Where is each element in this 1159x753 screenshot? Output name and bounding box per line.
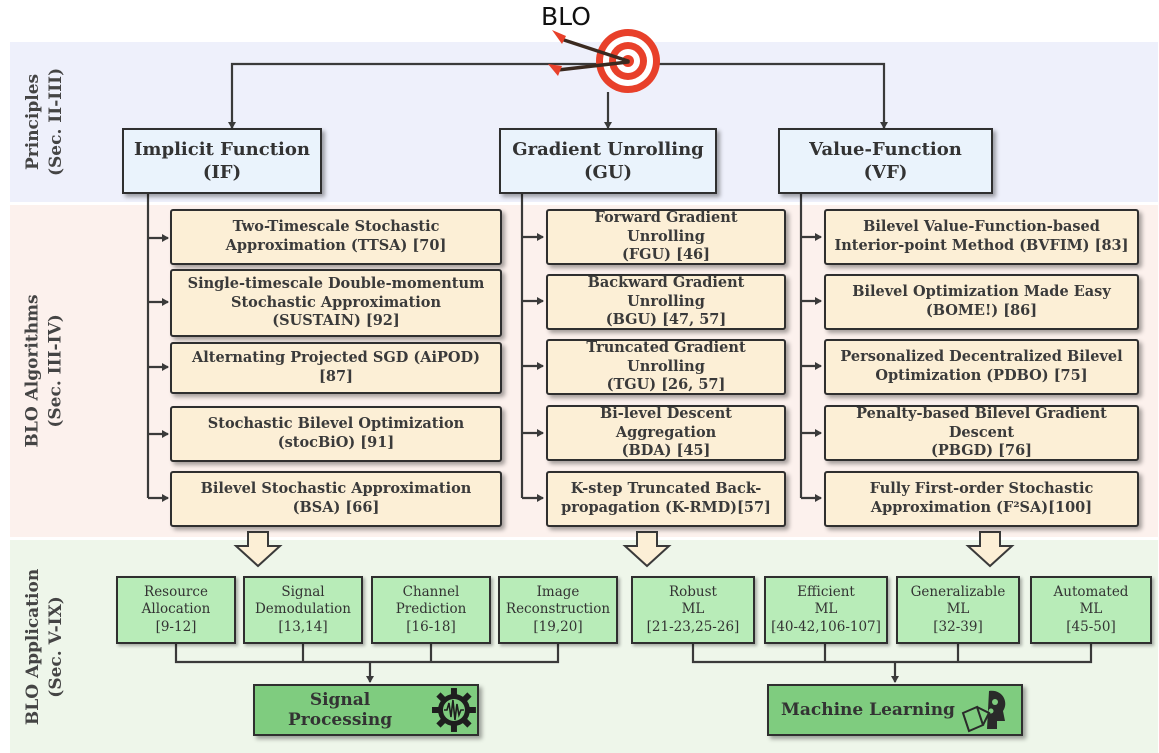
algo-line: (PBGD) [76]: [930, 442, 1033, 460]
algo-line: (BOME!) [86]: [925, 302, 1038, 319]
algo-line: Bi-level Descent Aggregation: [600, 404, 732, 441]
algo-line: Optimization (PDBO) [75]: [875, 367, 1088, 384]
app-line: Image: [536, 583, 580, 600]
app-line: [40-42,106-107]: [771, 618, 881, 635]
outcome-label: Signal Processing: [288, 690, 393, 730]
app-line: ML: [946, 601, 970, 618]
algorithm-box-bome: Bilevel Optimization Made Easy (BOME!) […: [824, 274, 1139, 330]
algo-line: Alternating Projected SGD (AiPOD) [87]: [192, 349, 480, 385]
algo-line: Interior-point Method (BVFIM) [83]: [834, 237, 1129, 254]
principle-abbr: (IF): [202, 162, 242, 183]
principle-box-vf: Value-Function (VF): [778, 128, 993, 194]
algo-line: propagation (K-RMD)[57]: [561, 499, 771, 516]
algorithm-box-pbgd: Penalty-based Bilevel Gradient Descent (…: [824, 405, 1139, 461]
application-box-robust-ml: Robust ML [21-23,25-26]: [631, 576, 755, 644]
algorithm-box-fgu: Forward Gradient Unrolling (FGU) [46]: [546, 209, 786, 265]
algorithm-box-bda: Bi-level Descent Aggregation (BDA) [45]: [546, 405, 786, 461]
app-line: [45-50]: [1066, 618, 1116, 635]
algo-line: (FGU) [46]: [622, 246, 710, 264]
application-box-channel-prediction: Channel Prediction [16-18]: [371, 576, 491, 644]
algo-line: Stochastic Bilevel Optimization: [207, 415, 465, 433]
app-line: ML: [1079, 601, 1103, 618]
algorithm-box-krmd: K-step Truncated Back- propagation (K-RM…: [546, 471, 786, 527]
gear-waveform-icon: [432, 688, 477, 732]
application-box-resource-allocation: Resource Allocation [9-12]: [116, 576, 236, 644]
app-line: Automated: [1053, 583, 1129, 600]
outcome-label: Machine Learning: [781, 700, 955, 720]
algorithm-box-bvfim: Bilevel Value-Function-based Interior-po…: [824, 209, 1139, 265]
algo-line: Penalty-based Bilevel Gradient Descent: [856, 404, 1107, 441]
principle-abbr: (VF): [863, 162, 908, 183]
algo-line: (stocBiO) [91]: [277, 434, 395, 451]
principle-box-if: Implicit Function (IF): [122, 128, 322, 194]
algo-line: Bilevel Stochastic Approximation: [200, 480, 472, 498]
brain-book-icon: [961, 690, 1006, 733]
algo-line: (BDA) [45]: [621, 442, 711, 460]
app-line: Prediction: [395, 601, 467, 618]
algorithm-box-ttsa: Two-Timescale Stochastic Approximation (…: [170, 209, 502, 265]
app-line: ML: [681, 601, 705, 618]
algo-line: (BGU) [47, 57]: [605, 311, 727, 329]
algorithm-box-aipod: Alternating Projected SGD (AiPOD) [87]: [170, 342, 502, 394]
diagram-title: BLO: [541, 2, 591, 31]
application-box-efficient-ml: Efficient ML [40-42,106-107]: [764, 576, 888, 644]
algo-line: Approximation (TTSA) [70]: [225, 237, 447, 254]
app-line: Demodulation: [254, 601, 351, 618]
app-line: Signal: [281, 583, 325, 600]
algorithm-box-bsa: Bilevel Stochastic Approximation (BSA) […: [170, 471, 502, 527]
app-line: [32-39]: [933, 618, 983, 635]
algorithm-box-stocbio: Stochastic Bilevel Optimization (stocBiO…: [170, 406, 502, 462]
app-line: Generalizable: [910, 583, 1006, 600]
algo-line: Truncated Gradient Unrolling: [586, 338, 746, 375]
application-box-generalizable-ml: Generalizable ML [32-39]: [896, 576, 1020, 644]
algorithm-box-bgu: Backward Gradient Unrolling (BGU) [47, 5…: [546, 274, 786, 330]
algo-line: K-step Truncated Back-: [570, 480, 762, 498]
application-box-signal-demodulation: Signal Demodulation [13,14]: [243, 576, 363, 644]
algo-line: Bilevel Value-Function-based: [863, 218, 1100, 236]
down-arrow-icon: [965, 531, 1015, 568]
algo-line: Bilevel Optimization Made Easy: [852, 283, 1111, 301]
app-line: [19,20]: [533, 618, 583, 635]
app-line: [16-18]: [406, 618, 456, 635]
outcome-signal-processing: Signal Processing: [253, 684, 479, 736]
principle-box-gu: Gradient Unrolling (GU): [499, 128, 717, 194]
application-box-automated-ml: Automated ML [45-50]: [1030, 576, 1152, 644]
algo-line: (SUSTAIN) [92]: [272, 312, 400, 330]
target-icon: [548, 29, 660, 93]
app-line: [21-23,25-26]: [646, 618, 740, 635]
principle-abbr: (GU): [583, 162, 633, 183]
principle-name: Value-Function: [809, 138, 962, 160]
app-line: Allocation: [141, 601, 211, 618]
algorithm-box-sustain: Single-timescale Double-momentum Stochas…: [170, 269, 502, 337]
algo-line: Two-Timescale Stochastic: [232, 218, 440, 236]
app-line: [13,14]: [278, 618, 328, 635]
algo-line: Personalized Decentralized Bilevel: [840, 348, 1123, 366]
algo-line: Forward Gradient Unrolling: [594, 208, 738, 245]
application-box-image-reconstruction: Image Reconstruction [19,20]: [498, 576, 618, 644]
algo-line: Single-timescale Double-momentum: [187, 274, 485, 292]
algo-line: Approximation (F²SA)[100]: [870, 499, 1093, 516]
algo-line: Fully First-order Stochastic: [869, 480, 1094, 498]
algo-line: (BSA) [66]: [292, 499, 380, 516]
algo-line: Stochastic Approximation: [230, 293, 441, 311]
algorithm-box-pdbo: Personalized Decentralized Bilevel Optim…: [824, 339, 1139, 395]
algorithm-box-tgu: Truncated Gradient Unrolling (TGU) [26, …: [546, 339, 786, 395]
algo-line: Backward Gradient Unrolling: [587, 273, 745, 310]
algo-line: (TGU) [26, 57]: [606, 376, 726, 394]
outcome-machine-learning: Machine Learning: [767, 684, 1023, 736]
app-line: ML: [814, 601, 838, 618]
down-arrow-icon: [622, 531, 672, 568]
principle-name: Implicit Function: [134, 138, 310, 160]
app-line: Efficient: [797, 583, 855, 600]
principle-name: Gradient Unrolling: [512, 138, 704, 160]
app-line: Robust: [669, 583, 717, 600]
app-line: [9-12]: [155, 618, 197, 635]
down-arrow-icon: [233, 531, 283, 568]
app-line: Reconstruction: [505, 601, 611, 618]
app-line: Channel: [402, 583, 460, 600]
app-line: Resource: [144, 583, 208, 600]
algorithm-box-f2sa: Fully First-order Stochastic Approximati…: [824, 471, 1139, 527]
